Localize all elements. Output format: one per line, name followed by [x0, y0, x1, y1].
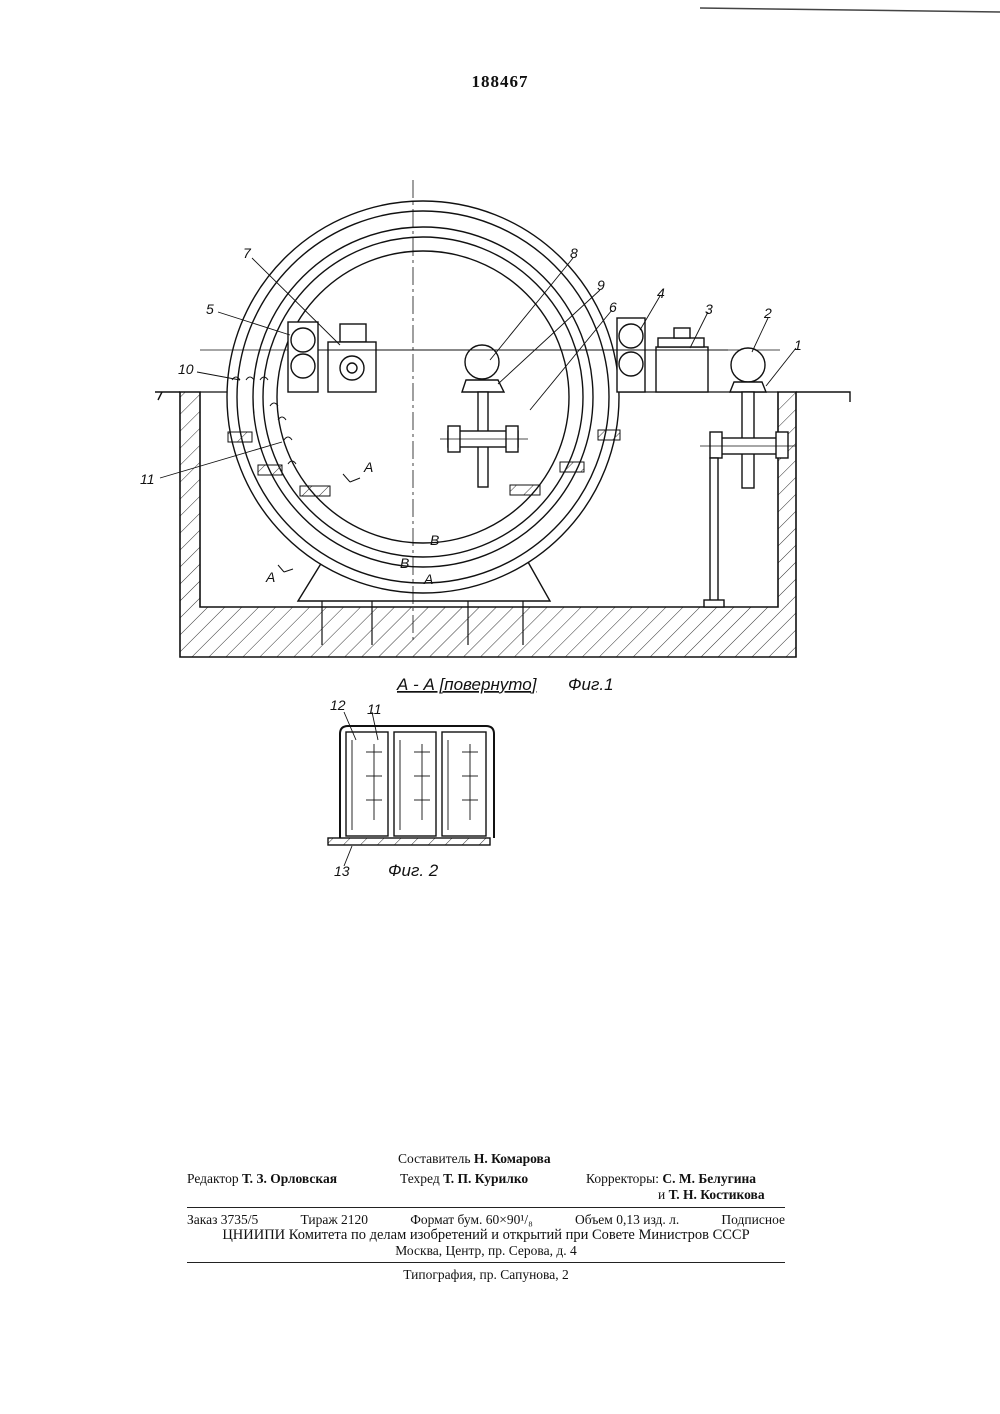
compiler-label: Составитель: [398, 1151, 471, 1166]
label-b-outer: B: [400, 555, 409, 571]
imprint-rule-top: [187, 1207, 785, 1208]
circulation: Тираж 2120: [300, 1212, 368, 1228]
label-12: 12: [330, 697, 346, 713]
editor-line: Редактор Т. З. Орловская: [187, 1171, 337, 1187]
label-9: 9: [597, 277, 605, 293]
label-8: 8: [570, 245, 578, 261]
label-7: 7: [243, 245, 252, 261]
correctors-line: Корректоры: С. М. Белугина: [586, 1171, 756, 1187]
printing-house: Типография, пр. Сапунова, 2: [187, 1267, 785, 1283]
figure-1-caption: Фиг.1: [568, 675, 614, 694]
corrector-2-line: и Т. Н. Костикова: [658, 1187, 765, 1203]
figure-2: [328, 712, 494, 866]
publisher-line: ЦНИИПИ Комитета по делам изобретений и о…: [187, 1227, 785, 1244]
corrector-1: С. М. Белугина: [662, 1171, 756, 1186]
label-b-inner: B: [430, 532, 439, 548]
figure-1: [155, 180, 850, 657]
label-10: 10: [178, 361, 194, 377]
techred-line: Техред Т. П. Курилко: [400, 1171, 528, 1187]
techred-label: Техред: [400, 1171, 440, 1186]
base-plate-13: [328, 838, 490, 845]
section-a-a-title: А - А [повернуто]: [396, 675, 538, 694]
corrector-2: Т. Н. Костикова: [669, 1187, 765, 1202]
label-section-a-top: A: [363, 459, 373, 475]
subscription: Подписное: [721, 1212, 785, 1228]
address-line: Москва, Центр, пр. Серова, д. 4: [187, 1243, 785, 1259]
drum-outer-ring: [227, 201, 619, 593]
corrector-2-prefix: и: [658, 1187, 665, 1202]
editor-name: Т. З. Орловская: [242, 1171, 337, 1186]
label-6: 6: [609, 299, 617, 315]
label-13: 13: [334, 863, 350, 879]
roller-unit-5: [288, 322, 318, 392]
publication-details-line: Заказ 3735/5 Тираж 2120 Формат бум. 60×9…: [187, 1212, 785, 1228]
figure-2-caption: Фиг. 2: [388, 861, 439, 880]
compiler-line: Составитель Н. Комарова: [398, 1151, 551, 1167]
paper-format: Формат бум. 60×90¹/₈: [410, 1212, 533, 1228]
label-a-bottom: A: [423, 571, 433, 587]
motor-3: [656, 328, 708, 392]
compiler-name: Н. Комарова: [474, 1151, 551, 1166]
label-11: 11: [140, 471, 155, 487]
label-1: 1: [794, 337, 802, 353]
label-5: 5: [206, 301, 214, 317]
volume: Объем 0,13 изд. л.: [575, 1212, 679, 1228]
label-11-fig2: 11: [367, 701, 382, 717]
correctors-label: Корректоры:: [586, 1171, 659, 1186]
label-section-a-left: A: [265, 569, 275, 585]
imprint-rule-bottom: [187, 1262, 785, 1263]
techred-name: Т. П. Курилко: [443, 1171, 528, 1186]
label-2: 2: [763, 305, 772, 321]
order-number: Заказ 3735/5: [187, 1212, 258, 1228]
label-3: 3: [705, 301, 713, 317]
editor-label: Редактор: [187, 1171, 239, 1186]
label-4: 4: [657, 285, 665, 301]
